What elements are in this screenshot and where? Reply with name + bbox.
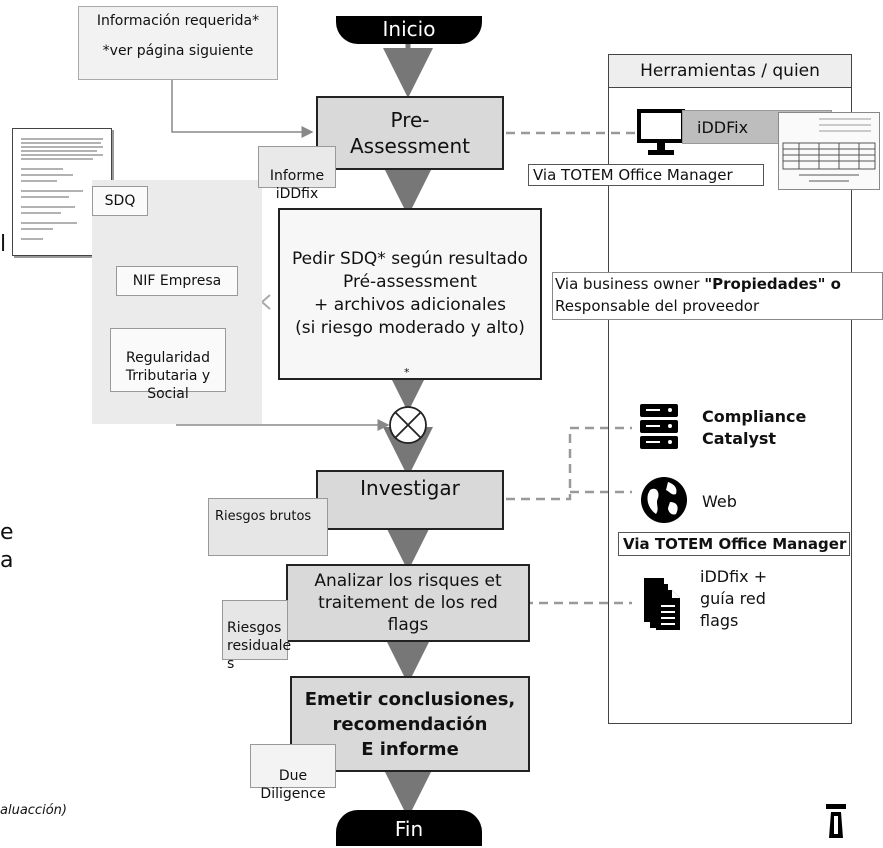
left-fragment-1: l xyxy=(0,232,7,257)
step-pre-assessment: Pre- Assessment xyxy=(316,96,504,170)
doc-riesgos-residuales-label: Riesgos residuale s xyxy=(227,620,292,672)
left-footnote: aluacción) xyxy=(0,803,67,818)
doc-due-diligence: Due Diligence xyxy=(250,744,336,802)
doc-regularidad: Regularidad Trributaria y Social xyxy=(110,328,226,402)
step-pedir-label: Pedir SDQ* según resultado Pré-assessmen… xyxy=(292,249,528,338)
tools-header-label: Herramientas / quien xyxy=(640,61,820,81)
server-icon xyxy=(640,404,678,449)
doc-informe-label: Informe iDDfix xyxy=(269,168,325,202)
doc-informe-iddfix: Informe iDDfix xyxy=(258,146,336,202)
step-emitir-label: Emetir conclusiones, recomendación E inf… xyxy=(304,688,516,760)
step-investigar-label: Investigar xyxy=(360,476,460,500)
info-required-doc: Información requerida* *ver página sigui… xyxy=(78,6,278,80)
left-fragment-2: e xyxy=(0,520,14,545)
step-pedir-sdq: Pedir SDQ* según resultado Pré-assessmen… xyxy=(278,208,542,380)
doc-riesgos-residuales: Riesgos residuale s xyxy=(222,600,291,672)
via-business-bold: "Propiedades" o xyxy=(704,275,841,293)
doc-regularidad-label: Regularidad Trributaria y Social xyxy=(125,350,211,402)
tools-header: Herramientas / quien xyxy=(608,54,852,88)
via-business-label: Via business owner "Propiedades" o Respo… xyxy=(552,272,883,320)
doc-sdq: SDQ xyxy=(92,186,148,216)
via-totem-label-1: Via TOTEM Office Manager xyxy=(528,164,764,186)
brand-logo-icon xyxy=(826,804,846,838)
start-terminator: Inicio xyxy=(336,16,482,44)
step-investigar: Investigar xyxy=(316,470,504,530)
info-required-title: Información requerida* xyxy=(96,13,260,29)
doc-sdq-label: SDQ xyxy=(104,193,136,209)
table-graphic xyxy=(782,118,876,182)
compliance-catalyst-label: Compliance Catalyst xyxy=(702,407,807,448)
doc-riesgos-brutos: Riesgos brutos xyxy=(208,498,328,556)
computer-monitor-icon xyxy=(637,109,685,155)
iddfix-label: iDDFix xyxy=(697,118,749,137)
doc-due-diligence-label: Due Diligence xyxy=(260,768,326,802)
via-business-text-2: Responsable del proveedor xyxy=(555,297,760,315)
globe-icon xyxy=(641,477,687,523)
via-totem-label-2: Via TOTEM Office Manager xyxy=(618,532,850,556)
iddfix-guia-label: iDDfix + guía red flags xyxy=(700,567,768,630)
end-label: Fin xyxy=(394,817,424,841)
step-analizar-label: Analizar los risques et traitement de lo… xyxy=(314,571,502,635)
chevron-left-icon xyxy=(260,294,271,310)
info-connector xyxy=(171,80,314,138)
left-fragment-3: a xyxy=(0,548,14,573)
doc-riesgos-brutos-label: Riesgos brutos xyxy=(215,509,312,524)
via-totem-text-1: Via TOTEM Office Manager xyxy=(533,166,733,184)
summing-junction-icon xyxy=(389,406,427,444)
doc-nif-label: NIF Empresa xyxy=(132,273,222,289)
step-pre-label: Pre- Assessment xyxy=(350,108,470,158)
step-analizar: Analizar los risques et traitement de lo… xyxy=(286,564,530,642)
tool-links xyxy=(506,131,636,605)
star-mark: * xyxy=(404,366,410,379)
web-label: Web xyxy=(702,492,737,511)
end-terminator: Fin xyxy=(336,810,482,846)
start-label: Inicio xyxy=(382,17,436,41)
documents-icon xyxy=(644,578,680,630)
doc-nif: NIF Empresa xyxy=(116,266,238,296)
via-totem-text-2: Via TOTEM Office Manager xyxy=(623,535,847,553)
via-business-text: Via business owner xyxy=(555,275,705,293)
text-lines-graphic xyxy=(21,138,103,240)
info-required-note: *ver página siguiente xyxy=(102,43,254,59)
iddfix-screenshot-thumbnail xyxy=(778,112,880,190)
